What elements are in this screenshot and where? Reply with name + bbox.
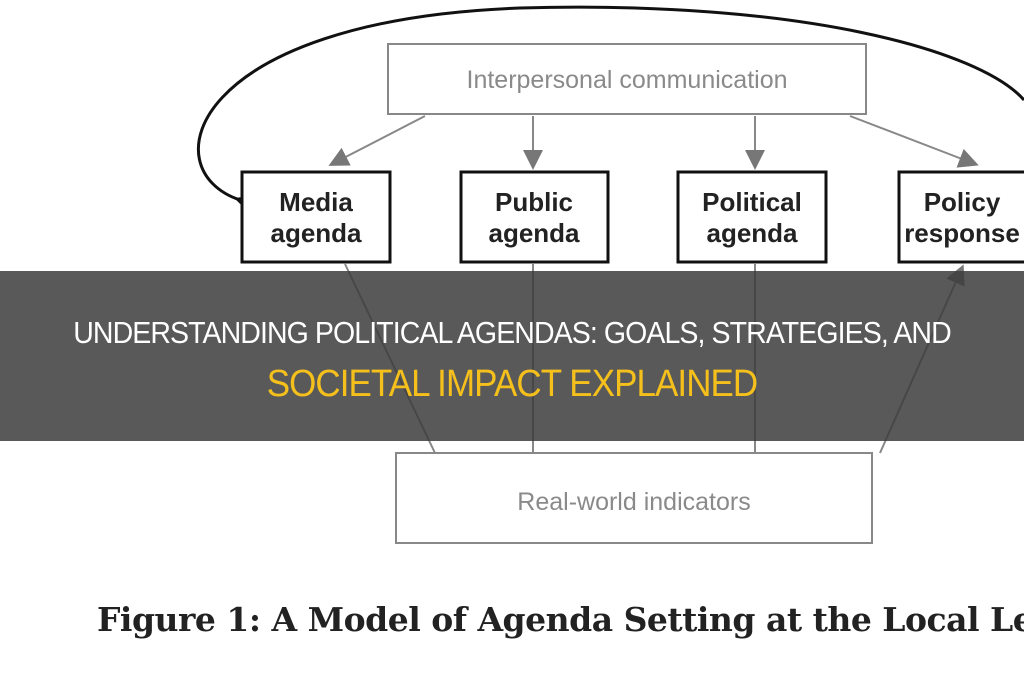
policy-label-2: response <box>904 218 1020 248</box>
media-label: Media <box>279 187 353 217</box>
public-label-2: agenda <box>488 218 580 248</box>
arrow <box>849 115 979 168</box>
real-world-label: Real-world indicators <box>517 488 750 516</box>
title-banner: UNDERSTANDING POLITICAL AGENDAS: GOALS, … <box>0 271 1024 441</box>
public-label: Public <box>495 187 573 217</box>
policy-label: Policy <box>924 187 1001 217</box>
public-agenda-box <box>459 170 610 264</box>
policy-response-box <box>897 170 1024 264</box>
real-world-box <box>395 452 873 544</box>
figure-caption: Figure 1: A Model of Agenda Setting at t… <box>97 600 1024 639</box>
media-agenda-box <box>240 170 392 264</box>
political-agenda-box <box>676 170 828 264</box>
title-line-1: UNDERSTANDING POLITICAL AGENDAS: GOALS, … <box>73 315 951 350</box>
title-line-2: SOCIETAL IMPACT EXPLAINED <box>266 363 758 405</box>
feedback-arc <box>196 5 1024 222</box>
media-label-2: agenda <box>270 218 362 248</box>
arrow <box>328 115 426 166</box>
political-label: Political <box>702 187 802 217</box>
interpersonal-box <box>387 43 867 115</box>
political-label-2: agenda <box>706 218 798 248</box>
interpersonal-label: Interpersonal communication <box>467 66 788 94</box>
